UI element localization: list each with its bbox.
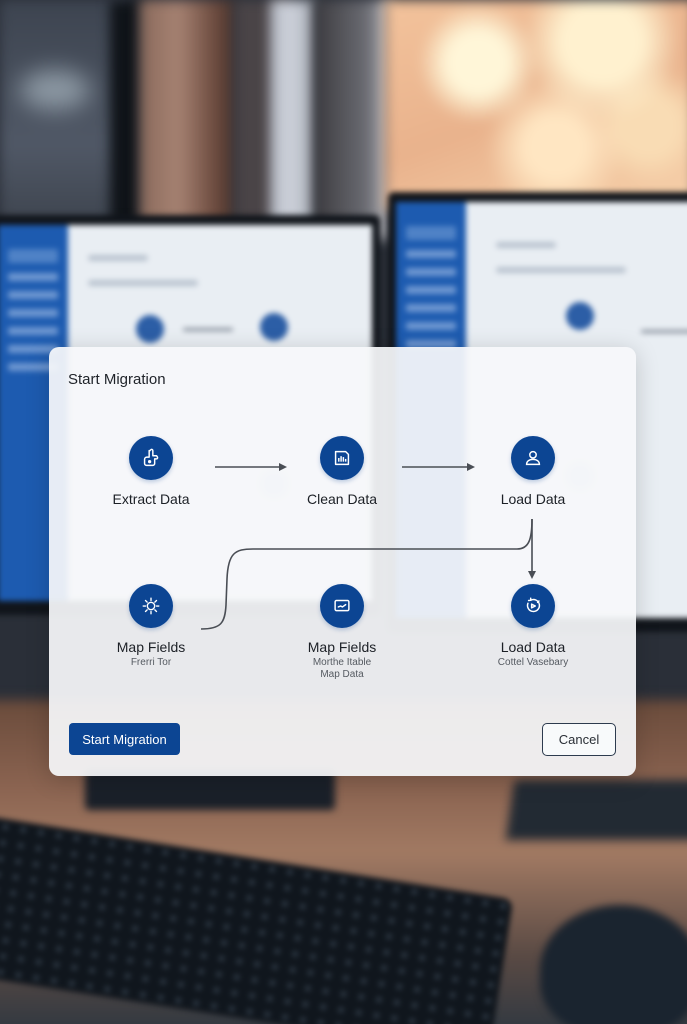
- start-migration-dialog: Start Migration Extract Data: [49, 347, 636, 776]
- monitor-stand: [85, 770, 335, 810]
- refresh-icon: [526, 597, 541, 613]
- step-extract-data[interactable]: Extract Data: [81, 436, 221, 507]
- cancel-button[interactable]: Cancel: [542, 723, 616, 756]
- start-migration-button[interactable]: Start Migration: [69, 723, 180, 755]
- monitor-stand: [505, 780, 687, 840]
- step-map-fields-2[interactable]: Map Fields Morthe Itable Map Data: [272, 584, 412, 681]
- step-icon-circle: [320, 584, 364, 628]
- step-load-data[interactable]: Load Data: [463, 436, 603, 507]
- step-icon-circle: [129, 436, 173, 480]
- step-clean-data[interactable]: Clean Data: [272, 436, 412, 507]
- gear-icon: [142, 597, 160, 615]
- step-label: Map Fields: [307, 639, 377, 655]
- step-description-line2: Map Data: [320, 669, 364, 680]
- step-label: Extract Data: [112, 491, 190, 507]
- window-frame: [110, 0, 140, 240]
- step-icon-circle: [511, 436, 555, 480]
- wall: [0, 0, 130, 240]
- monitor-chart-icon: [334, 599, 350, 612]
- step-description-line1: Morthe Itable: [312, 657, 372, 668]
- bar-chart-icon: [334, 450, 350, 466]
- pillar-highlight: [270, 0, 315, 240]
- step-icon-circle: [320, 436, 364, 480]
- step-label: Load Data: [500, 639, 566, 655]
- hand-pointer-icon: [143, 448, 159, 467]
- user-icon: [525, 450, 541, 466]
- step-icon-circle: [129, 584, 173, 628]
- flow-connectors: [200, 463, 536, 630]
- step-load-data-2[interactable]: Load Data Cottel Vasebary: [463, 584, 603, 669]
- step-label: Clean Data: [306, 491, 378, 507]
- mouse: [540, 905, 687, 1024]
- bright-window: [385, 0, 687, 210]
- dialog-title: Start Migration: [68, 371, 166, 388]
- step-description: Frerri Tor: [130, 657, 172, 668]
- pillar: [315, 0, 390, 240]
- step-description: Cottel Vasebary: [497, 657, 569, 668]
- step-map-fields-1[interactable]: Map Fields Frerri Tor: [81, 584, 221, 669]
- step-label: Map Fields: [116, 639, 186, 655]
- step-icon-circle: [511, 584, 555, 628]
- curtain: [140, 0, 235, 240]
- step-label: Load Data: [500, 491, 566, 507]
